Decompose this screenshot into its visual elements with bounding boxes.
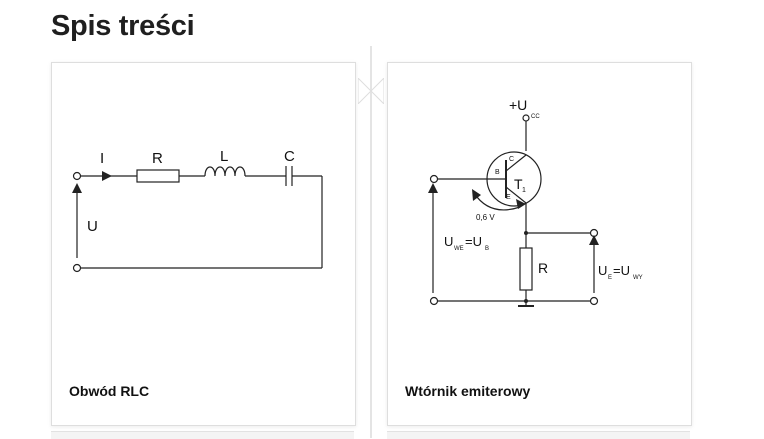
terminal-bottom bbox=[72, 263, 82, 273]
supply-label: +U bbox=[509, 97, 527, 113]
card-title: Wtórnik emiterowy bbox=[405, 383, 531, 399]
emitter-pin-label: E bbox=[506, 194, 511, 201]
transistor-sub-label: 1 bbox=[522, 187, 526, 194]
input-voltage-arrow bbox=[428, 183, 438, 193]
supply-sub-label: CC bbox=[531, 114, 540, 120]
resistor-label: R bbox=[538, 260, 548, 276]
collector-pin-label: C bbox=[509, 156, 514, 163]
divider-notch bbox=[358, 78, 384, 104]
rlc-circuit-diagram: I R L C U bbox=[72, 148, 323, 273]
card-title: Obwód RLC bbox=[69, 383, 150, 399]
resistor-label: R bbox=[152, 150, 163, 167]
card-rlc-circuit[interactable]: I R L C U Obwód RLC bbox=[51, 62, 356, 426]
current-arrow bbox=[102, 171, 112, 181]
junction-node bbox=[524, 231, 528, 235]
next-card-edge bbox=[387, 431, 690, 439]
input-voltage-label: U bbox=[444, 234, 453, 249]
output-voltage-label: U bbox=[598, 263, 607, 278]
input-voltage-sub: WE bbox=[454, 246, 464, 252]
supply-terminal bbox=[522, 114, 530, 122]
base-pin-label: B bbox=[495, 169, 500, 176]
inductor-label: L bbox=[220, 148, 228, 165]
emitter-follower-diagram: +U CC T 1 B C E 0,6 V R U WE =U B U E =U… bbox=[428, 97, 643, 307]
junction-node bbox=[524, 299, 528, 303]
output-voltage-sub: E bbox=[608, 275, 612, 281]
output-voltage-eq: =U bbox=[613, 263, 630, 278]
input-terminal-bottom bbox=[429, 296, 439, 306]
output-voltage-sub2: WY bbox=[633, 275, 643, 281]
capacitor-label: C bbox=[284, 148, 295, 165]
vbe-label: 0,6 V bbox=[476, 213, 495, 222]
current-label: I bbox=[100, 150, 104, 167]
voltage-arrow bbox=[72, 183, 82, 193]
input-voltage-eq: =U bbox=[465, 234, 482, 249]
next-card-edge bbox=[51, 431, 354, 439]
column-divider bbox=[370, 46, 372, 438]
transistor-label: T bbox=[514, 176, 523, 192]
page-title: Spis treści bbox=[51, 10, 195, 42]
output-voltage-arrow bbox=[589, 235, 599, 245]
vbe-arrow bbox=[472, 189, 481, 201]
input-voltage-sub2: B bbox=[485, 246, 489, 252]
terminal-top bbox=[72, 171, 82, 181]
voltage-label: U bbox=[87, 218, 98, 235]
output-terminal-bottom bbox=[589, 296, 599, 306]
card-emitter-follower[interactable]: +U CC T 1 B C E 0,6 V R U WE =U B U E =U… bbox=[387, 62, 692, 426]
emitter-arrow bbox=[516, 199, 526, 209]
input-terminal-top bbox=[429, 174, 439, 184]
